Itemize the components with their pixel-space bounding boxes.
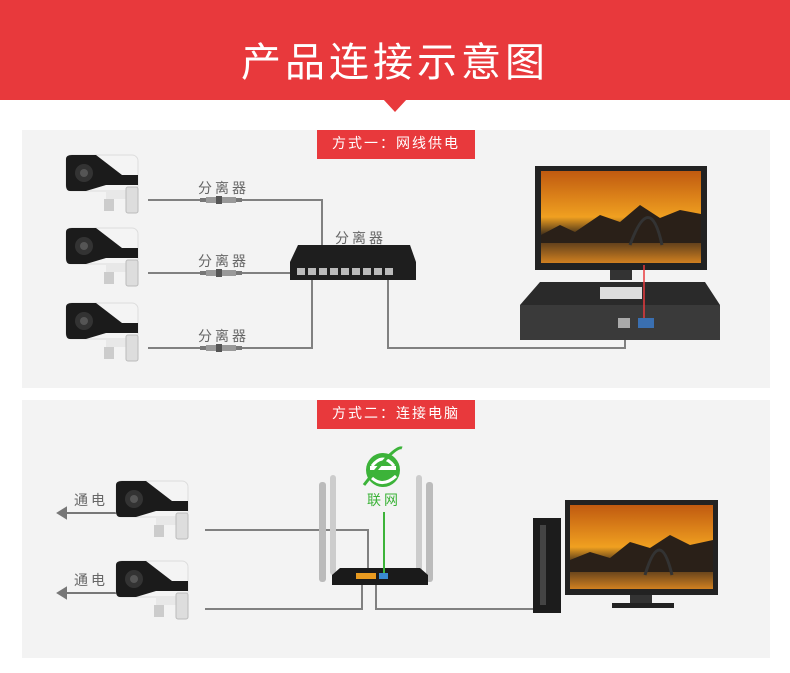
pc-tower [533, 518, 561, 613]
page-title: 产品连接示意图 [241, 40, 549, 86]
splitter-label: 分离器 [198, 329, 249, 345]
camera [65, 154, 139, 214]
camera [65, 302, 139, 362]
power-label: 通电 [74, 573, 108, 589]
router [319, 475, 433, 585]
power-label: 通电 [74, 493, 108, 509]
internet-explorer-icon [362, 446, 403, 487]
header-banner [0, 0, 790, 100]
splitter-label: 分离器 [198, 254, 249, 270]
monitor [565, 500, 718, 608]
nvr-recorder [520, 265, 720, 340]
camera [115, 560, 189, 620]
method2-tag: 方式二：连接电脑 [317, 400, 475, 429]
switch-label: 分离器 [335, 231, 386, 247]
camera [115, 480, 189, 540]
header-pointer [383, 99, 407, 112]
splitter-label: 分离器 [198, 181, 249, 197]
poe-switch [290, 245, 416, 280]
monitor [535, 166, 707, 280]
internet-label: 联网 [367, 493, 401, 509]
method1-tag: 方式一：网线供电 [317, 130, 475, 159]
camera [65, 227, 139, 287]
